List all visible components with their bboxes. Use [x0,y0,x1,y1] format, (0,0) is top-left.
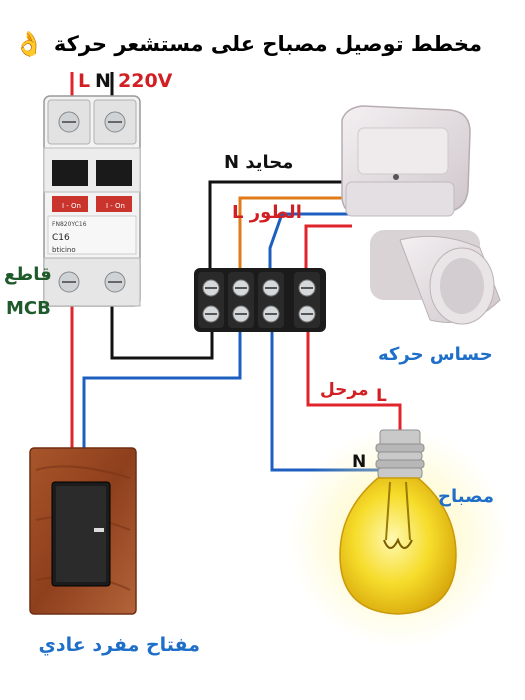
switch-label: مفتاح مفرد عادي [38,634,200,656]
breaker-rating: C16 [52,233,70,243]
relay-label: مرحل [320,380,369,400]
lamp-label: مصباح [438,486,494,507]
terminal-1 [198,272,224,328]
ok-hand-icon: 👌 [14,30,44,58]
breaker-abbr-label: MCB [6,298,51,319]
light-switch [29,447,137,615]
switch-return-wire [82,332,242,448]
supply-n-label: N [95,70,111,92]
breaker-model: FN820YC16 [52,221,87,228]
page-title: مخطط توصيل مصباح على مستشعر حركة [54,32,482,56]
breaker-name-label: قاطع [4,264,52,285]
neutral-wire-to-terminal [110,305,214,360]
breaker-on-label-2: I - On [106,202,125,210]
lamp-live-wire [306,332,402,430]
lamp-neutral-label: N [352,452,367,472]
terminal-4 [294,272,320,328]
motion-sensor [341,105,501,325]
sensor-led [393,174,399,180]
sensor-neutral-wire [208,180,352,272]
switch-indicator [94,528,104,532]
breaker-on-indicator-2 [96,196,132,212]
terminal-block [194,268,326,332]
title-text: مخطط توصيل مصباح على مستشعر حركة [53,32,482,56]
terminal-2 [228,272,254,328]
mcb-breaker: I - On I - On FN820YC16 C16 bticino [43,95,141,307]
neutral-label: محايد N [224,152,294,173]
title-emoji: 👌 [14,30,44,58]
supply-l-label: L [78,70,91,92]
supply-voltage-label: 220V [118,70,173,92]
breaker-on-label-1: I - On [62,202,81,210]
breaker-on-indicator-1 [52,196,88,212]
sensor-live-wire [238,196,352,272]
relay-letter-label: L [376,386,387,406]
sensor-label: حساس حركه [378,344,493,365]
sensor-relay-wire [304,224,352,272]
live-label: الطور L [232,202,302,223]
light-bulb [288,428,508,648]
sensor-blue-wire [268,212,352,272]
terminal-3 [258,272,284,328]
breaker-brand: bticino [52,246,76,254]
